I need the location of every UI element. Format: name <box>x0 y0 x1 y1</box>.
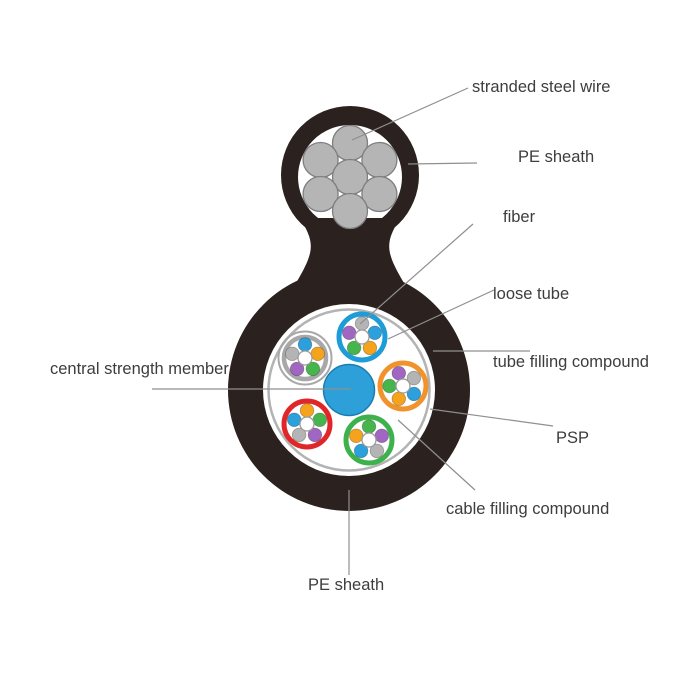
loose-tube-outer-wall <box>277 330 333 386</box>
fiber-dot <box>307 427 323 443</box>
loose-tube-blue <box>336 311 388 363</box>
fiber-dot <box>291 427 307 443</box>
label-pe-sheath-top: PE sheath <box>518 148 595 166</box>
fiber-dot-white <box>354 329 370 345</box>
loose-tube-green <box>343 414 395 466</box>
label-stranded-steel-wire: stranded steel wire <box>472 78 611 96</box>
central-strength-member <box>322 363 376 417</box>
fiber-dot <box>285 346 300 362</box>
label-tube-filling-compound: tube filling compound <box>493 353 649 371</box>
steel-wire <box>302 175 339 213</box>
fiber-dot <box>310 346 326 362</box>
leader-pe-sheath-top <box>407 162 478 165</box>
fiber-dot <box>289 361 305 377</box>
fiber-dot <box>287 412 302 428</box>
fiber-dot <box>342 325 357 341</box>
loose-tube-gray <box>277 330 333 386</box>
fiber-dot <box>361 419 377 434</box>
psp-ring <box>267 308 431 472</box>
fiber-dot <box>406 370 422 386</box>
leader-psp <box>429 408 554 427</box>
label-pe-sheath-bottom: PE sheath <box>308 576 385 594</box>
fiber-dot <box>374 428 390 444</box>
loose-tube-red <box>281 398 333 450</box>
label-central-strength-member: central strength member <box>50 360 229 378</box>
fiber-dot-white <box>361 432 377 448</box>
fiber-dot-white <box>395 378 411 394</box>
fiber-dot-white <box>299 416 315 432</box>
leader-lines <box>152 87 554 575</box>
label-loose-tube: loose tube <box>493 285 570 303</box>
steel-wire <box>361 175 398 213</box>
leader-cable-filling-compound <box>397 419 476 491</box>
label-fiber: fiber <box>503 208 536 226</box>
fiber-dot <box>391 366 407 381</box>
steel-wire <box>331 192 369 230</box>
loose-tube-orange <box>377 360 429 412</box>
leader-fiber <box>359 223 474 325</box>
label-psp: PSP <box>556 429 590 447</box>
fiber-dot <box>369 443 385 459</box>
stranded-steel-wires <box>302 124 398 230</box>
fiber-dot <box>305 361 321 377</box>
leader-stranded-steel-wire <box>351 87 469 141</box>
fiber-dot <box>406 386 422 402</box>
fiber-dot <box>353 443 369 459</box>
fiber-dot <box>349 428 364 444</box>
leader-loose-tube <box>387 289 495 340</box>
label-cable-filling-compound: cable filling compound <box>446 500 610 518</box>
fiber-dot <box>367 325 383 341</box>
fiber-dot-white <box>297 350 313 366</box>
fiber-dot <box>391 391 407 407</box>
fiber-dot <box>382 378 397 394</box>
fiber-dot <box>312 412 328 428</box>
sheath-neck <box>296 218 404 283</box>
fiber-dot <box>362 340 378 356</box>
fiber-dot <box>297 337 313 352</box>
fiber-dot <box>346 340 362 356</box>
fiber-dot <box>299 403 315 418</box>
